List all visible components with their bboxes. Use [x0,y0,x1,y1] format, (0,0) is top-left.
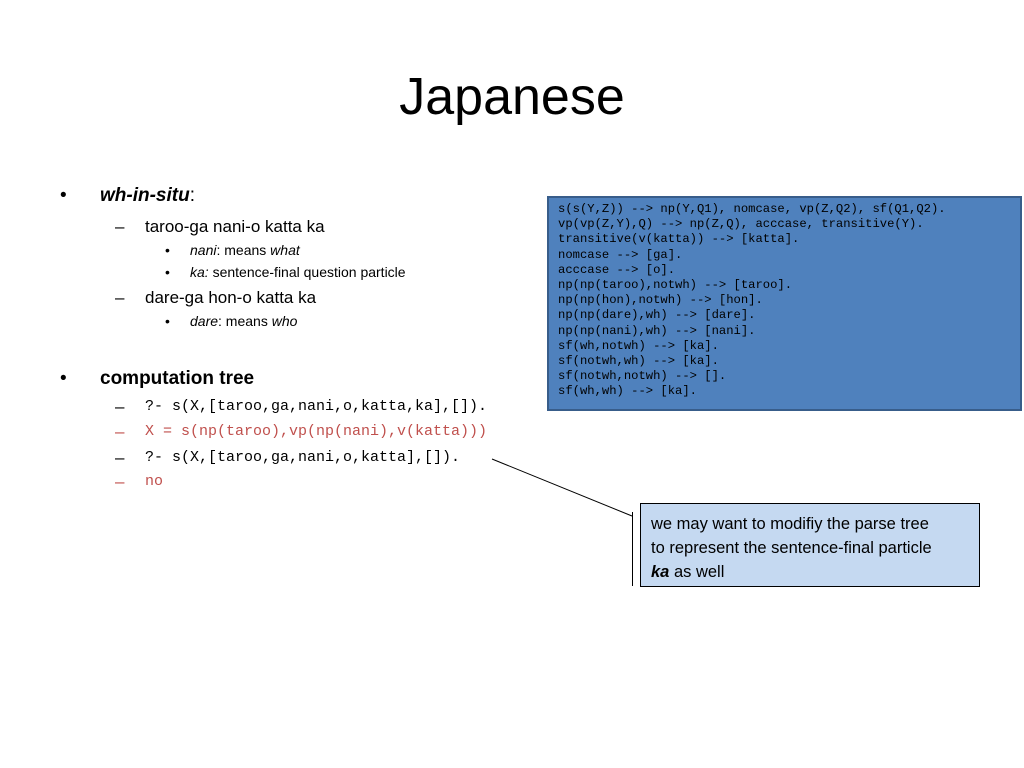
gloss-dare: dare: means who [190,313,297,329]
callout-line-1: we may want to modifiy the parse tree [651,515,929,533]
gloss-value: what [270,242,300,258]
code-line: sf(notwh,wh) --> [ka]. [558,354,719,369]
subbullet-marker: • [165,313,170,329]
gloss-term: dare [190,313,219,329]
code-line: sf(notwh,notwh) --> []. [558,369,727,384]
bullet-computation-tree: computation tree [100,368,255,389]
wh-in-situ-label: wh-in-situ [100,185,190,206]
callout-note: we may want to modifiy the parse tree to… [640,503,980,587]
code-line: vp(vp(Z,Y),Q) --> np(Z,Q), acccase, tran… [558,217,924,232]
query-line-1: ?- s(X,[taroo,ga,nani,o,katta,ka],[]). [145,398,488,415]
code-line: acccase --> [o]. [558,262,676,277]
callout-tail [632,512,633,586]
bullet-marker: • [60,185,67,206]
grammar-code-box: s(s(Y,Z)) --> np(Y,Q1), nomcase, vp(Z,Q2… [547,196,1022,411]
subbullet-marker: • [165,242,170,258]
query-line-2: ?- s(X,[taroo,ga,nani,o,katta],[]). [145,449,461,466]
code-line: np(np(dare),wh) --> [dare]. [558,308,756,323]
bullet-wh-in-situ: wh-in-situ: [100,185,195,207]
callout-emph: ka [651,563,670,581]
callout-rest: as well [669,563,725,581]
example-sentence-2: dare-ga hon-o katta ka [145,288,317,307]
answer-line-2: no [145,473,164,490]
code-line: sf(wh,wh) --> [ka]. [558,384,697,399]
dash-marker: – [115,288,125,307]
subbullet-marker: • [165,264,170,280]
dash-marker: – [115,472,125,491]
gloss-ka: ka: sentence-final question particle [190,264,406,280]
code-line: sf(wh,notwh) --> [ka]. [558,338,719,353]
gloss-term: ka: [190,264,209,280]
gloss-nani: nani: means what [190,242,300,258]
code-line: nomcase --> [ga]. [558,247,683,262]
example-sentence-1: taroo-ga nani-o katta ka [145,217,325,236]
answer-line-1: X = s(np(taroo),vp(np(nani),v(katta))) [145,423,488,440]
callout-line-2: to represent the sentence-final particle [651,539,932,557]
dash-marker: – [115,397,125,416]
code-line: np(np(taroo),notwh) --> [taroo]. [558,278,793,293]
gloss-mid: : means [216,242,271,258]
gloss-value: who [271,313,298,329]
gloss-rest: sentence-final question particle [208,264,406,280]
code-line: np(np(hon),notwh) --> [hon]. [558,293,763,308]
dash-marker: – [115,217,125,236]
bullet-marker: • [60,368,67,389]
dash-marker: – [115,448,125,467]
gloss-mid: : means [218,313,272,329]
wh-in-situ-colon: : [189,185,195,206]
gloss-term: nani [190,242,217,258]
code-line: np(np(nani),wh) --> [nani]. [558,323,756,338]
dash-marker: – [115,422,125,441]
slide-title: Japanese [399,68,625,126]
callout-line-3: ka as well [651,560,969,584]
code-line: transitive(v(katta)) --> [katta]. [558,232,800,247]
code-line: s(s(Y,Z)) --> np(Y,Q1), nomcase, vp(Z,Q2… [558,202,946,216]
